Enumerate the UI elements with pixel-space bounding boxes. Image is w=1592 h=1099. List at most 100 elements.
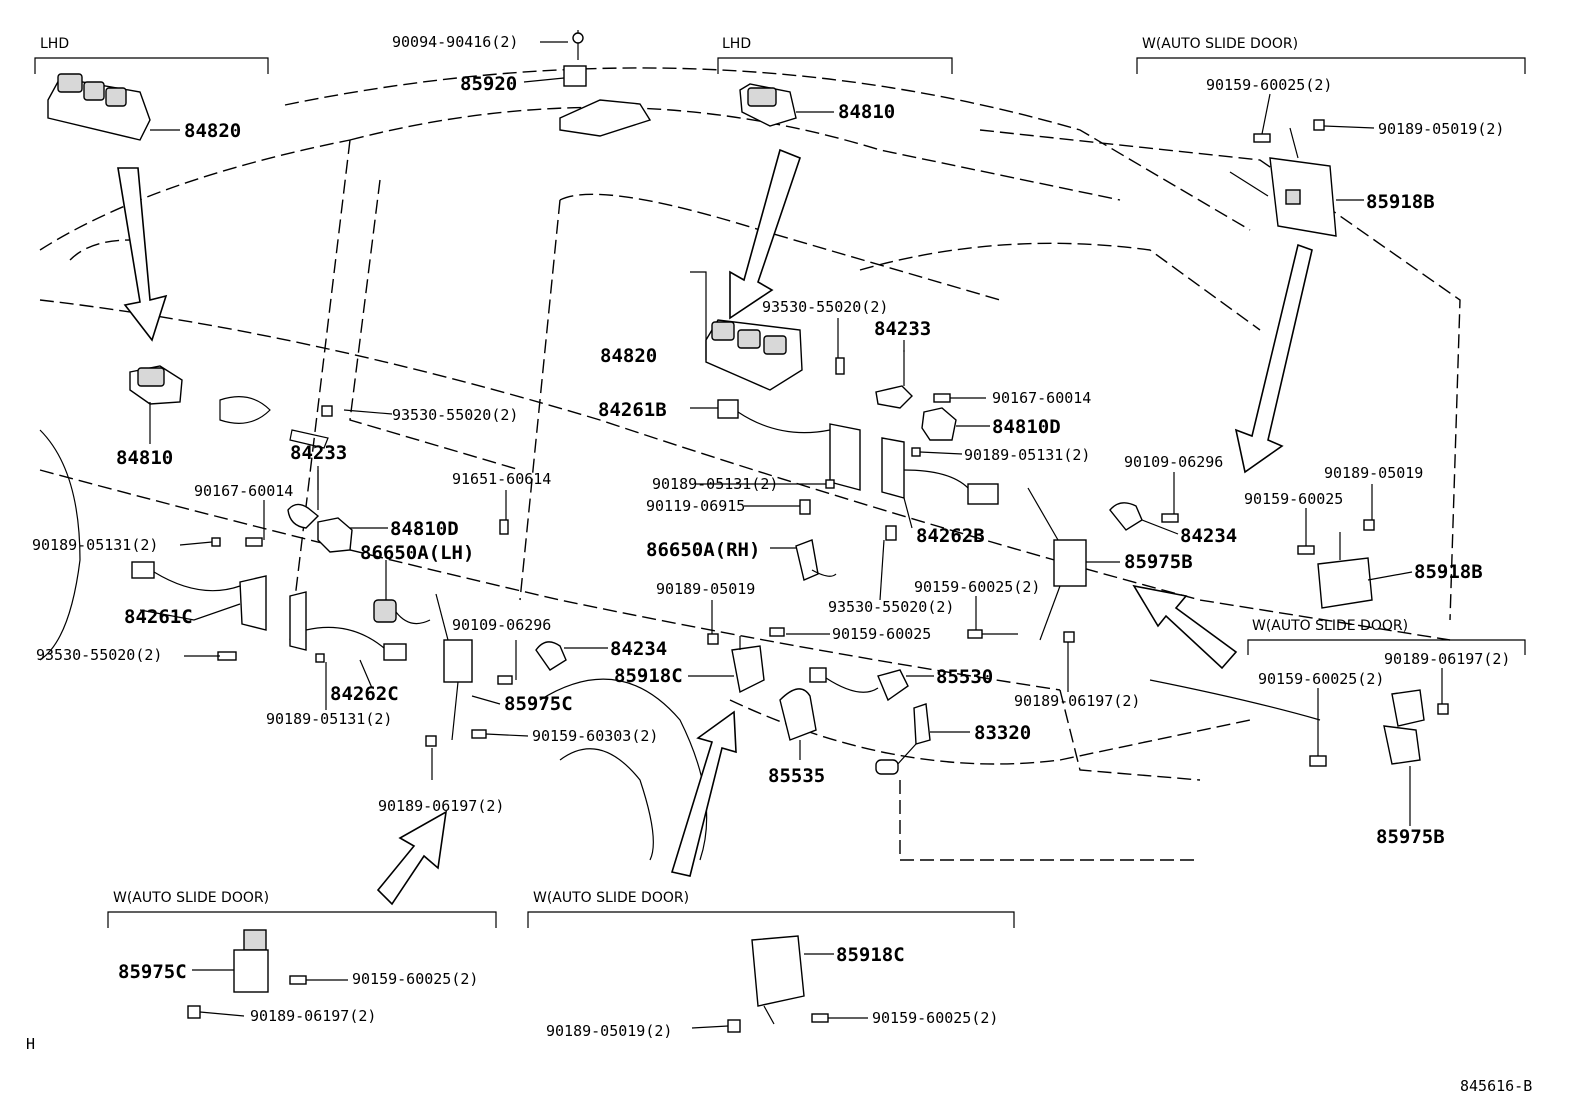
label-84233-center: 84233: [874, 318, 931, 340]
label-84261c: 84261C: [124, 606, 193, 628]
bolt-icon: [497, 675, 513, 685]
module-85918b-top-right: [1229, 127, 1337, 237]
bolt-icon: [1161, 513, 1179, 523]
switch-84234-right: [1109, 502, 1143, 531]
harness-84262c: [289, 591, 407, 661]
arrow-up-bottom-left: [376, 810, 448, 906]
bolt-icon: [967, 629, 983, 639]
module-85918c-bottom: [727, 935, 805, 1033]
label-84820-center: 84820: [600, 345, 657, 367]
part-labels: 84820 85920 84810 84810 84233 84810D 866…: [116, 73, 1483, 983]
label-90159-60025-b: 90159-60025(2): [914, 578, 1040, 596]
label-90189-05131-b: 90189-05131(2): [266, 710, 392, 728]
label-93530-c: 93530-55020(2): [36, 646, 162, 664]
diagram-code: 845616-B: [1460, 1077, 1532, 1095]
power-window-master-switch-center: [705, 319, 803, 391]
arrow-down-left: [117, 167, 168, 342]
header-auto-slide-bottom-left: W(AUTO SLIDE DOOR): [113, 890, 269, 906]
label-90189-06197-d: 90189-06197(2): [250, 1007, 376, 1025]
header-auto-slide-mid-right: W(AUTO SLIDE DOOR): [1252, 618, 1408, 634]
label-90189-06197-b: 90189-06197(2): [1014, 692, 1140, 710]
label-85975b-center: 85975B: [1124, 551, 1193, 573]
arrow-down-right: [1234, 243, 1313, 474]
label-90109-b: 90109-06296: [1124, 453, 1223, 471]
vehicle-body-outline: [39, 67, 1461, 861]
label-83320: 83320: [974, 722, 1031, 744]
label-90189-05019-b: 90189-05019: [1324, 464, 1423, 482]
label-85920: 85920: [460, 73, 517, 95]
clip-icon: [1313, 119, 1325, 131]
leader-lines: [139, 41, 1443, 1029]
actuator-85975c: [435, 593, 473, 741]
label-85918b-top: 85918B: [1366, 191, 1435, 213]
label-90159-60025-e: 90159-60025(2): [1258, 670, 1384, 688]
label-90189-05131-d: 90189-05131(2): [964, 446, 1090, 464]
switch-84810d-center: [921, 407, 957, 441]
bolt-icon: [289, 975, 307, 985]
label-84234-right: 84234: [1180, 525, 1237, 547]
module-85918b-mid-right: [1317, 532, 1373, 609]
label-90167-b: 90167-60014: [992, 389, 1091, 407]
label-90159-60303: 90159-60303(2): [532, 727, 658, 745]
label-90159-60025-c: 90159-60025(2): [1206, 76, 1332, 94]
label-84233-left: 84233: [290, 442, 347, 464]
bolt-icon: [471, 729, 487, 739]
arrow-down-center: [729, 148, 802, 320]
label-90094-90416: 90094-90416(2): [392, 33, 518, 51]
buzzer-86650a-lh: [373, 599, 431, 625]
arrow-up-bottom-center: [670, 710, 737, 877]
bolt-icon: [811, 1013, 829, 1023]
label-84810-left: 84810: [116, 447, 173, 469]
clip-icon: [1063, 631, 1075, 643]
label-90159-60025-f: 90159-60025(2): [352, 970, 478, 988]
label-84262c: 84262C: [330, 683, 399, 705]
bolt-icon: [885, 525, 897, 541]
header-lhd-left: LHD: [40, 36, 69, 52]
label-84234-left: 84234: [610, 638, 667, 660]
label-93530-b: 93530-55020(2): [762, 298, 888, 316]
bolt-icon: [1297, 545, 1315, 555]
bolt-icon: [835, 357, 845, 375]
arrow-up-right: [1132, 584, 1238, 670]
harness-84261c: [131, 561, 267, 631]
header-auto-slide-top-right: W(AUTO SLIDE DOOR): [1142, 36, 1298, 52]
clip-icon: [315, 653, 325, 663]
actuator-85975c-bottom: [187, 929, 269, 1019]
label-90119: 90119-06915: [646, 497, 745, 515]
clip-icon: [911, 447, 921, 457]
label-93530-d: 93530-55020(2): [828, 598, 954, 616]
clip-icon: [211, 537, 221, 547]
direction-arrows: [117, 148, 1313, 906]
bolt-icon: [499, 519, 509, 535]
switch-84234-left: [535, 641, 567, 671]
label-85918b-mid: 85918B: [1414, 561, 1483, 583]
module-85918c-center: [731, 636, 765, 694]
label-90189-05131-c: 90189-05131(2): [652, 475, 778, 493]
label-85918c-bottom: 85918C: [836, 944, 905, 966]
bolt-icon: [217, 651, 237, 661]
label-85918c-center: 85918C: [614, 665, 683, 687]
bolt-icon: [769, 627, 785, 637]
label-84810d-center: 84810D: [992, 416, 1061, 438]
label-90159-60025-d: 90159-60025: [1244, 490, 1343, 508]
clip-icon: [1437, 703, 1449, 715]
label-86650a-lh: 86650A(LH): [360, 542, 474, 564]
label-84810d-left: 84810D: [390, 518, 459, 540]
actuator-85975b-right: [1383, 689, 1425, 765]
footer-left-mark: H: [26, 1035, 35, 1053]
label-90159-60025-a: 90159-60025: [832, 625, 931, 643]
label-84262b: 84262B: [916, 525, 985, 547]
label-90189-05019-a: 90189-05019: [656, 580, 755, 598]
harness-84261b: [717, 399, 861, 491]
label-90189-06197-a: 90189-06197(2): [378, 797, 504, 815]
clip-icon: [425, 735, 437, 747]
label-85975b-right: 85975B: [1376, 826, 1445, 848]
sensor-83320: [875, 703, 931, 775]
header-brackets: LHD LHD W(AUTO SLIDE DOOR) W(AUTO SLIDE …: [34, 36, 1526, 928]
label-85975c-bottom: 85975C: [118, 961, 187, 983]
bolt-icon: [1309, 755, 1327, 767]
door-handle-left: [219, 396, 329, 449]
switch-84233-center: [875, 350, 913, 409]
lamp-85535: [779, 688, 817, 741]
